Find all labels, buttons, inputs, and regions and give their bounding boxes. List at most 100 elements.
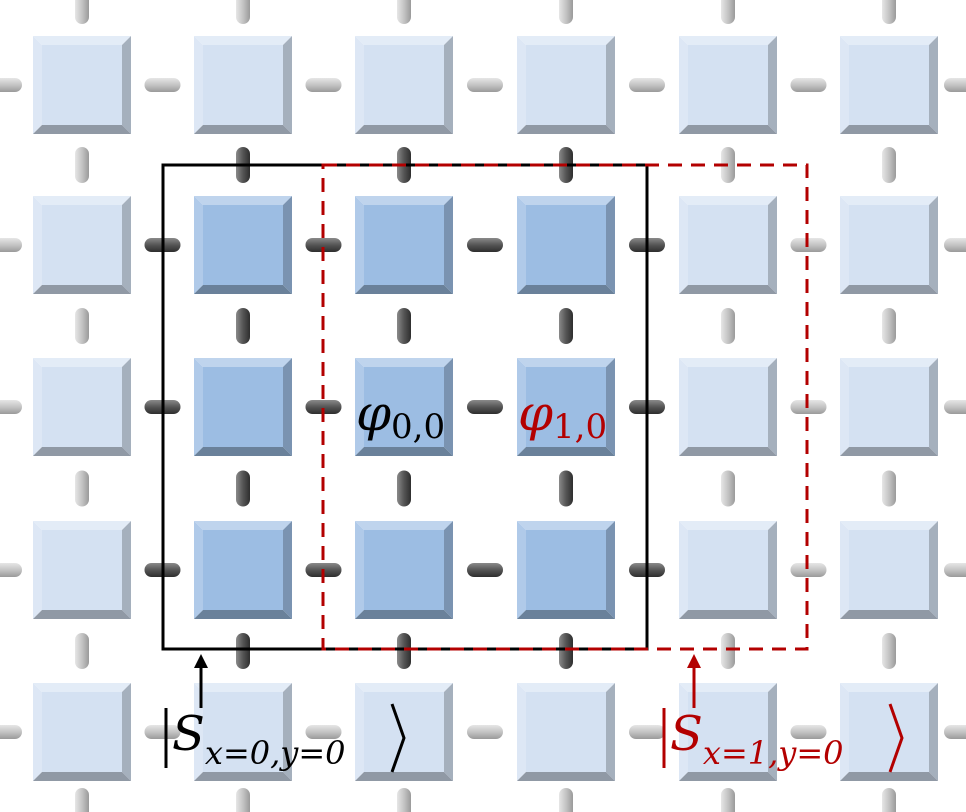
bond-vertical bbox=[75, 633, 89, 669]
phi-symbol: φ bbox=[356, 384, 391, 442]
site-face bbox=[688, 205, 768, 285]
bond-vertical bbox=[75, 788, 89, 812]
site-bevel-face bbox=[679, 447, 777, 456]
site-bevel-face bbox=[122, 521, 131, 619]
lattice-site bbox=[33, 196, 131, 294]
site-bevel-face bbox=[768, 683, 777, 781]
ket-s-x1-y0-subscript: x=1,y=0 bbox=[703, 734, 844, 772]
site-bevel-face bbox=[33, 521, 42, 619]
site-bevel-face bbox=[517, 196, 615, 205]
site-bevel-face bbox=[355, 196, 364, 294]
bond-vertical bbox=[882, 308, 896, 344]
site-bevel-face bbox=[444, 196, 453, 294]
site-bevel-face bbox=[444, 36, 453, 134]
site-bevel-face bbox=[840, 772, 938, 781]
lattice-site-active bbox=[517, 196, 615, 294]
bond-vertical bbox=[236, 0, 250, 24]
site-face bbox=[688, 45, 768, 125]
site-bevel-face bbox=[355, 772, 453, 781]
bond-vertical bbox=[236, 470, 250, 507]
bond-vertical bbox=[397, 0, 411, 24]
site-bevel-face bbox=[840, 196, 849, 294]
site-bevel-face bbox=[840, 358, 938, 367]
site-bevel-face bbox=[194, 683, 292, 692]
site-bevel-face bbox=[122, 36, 131, 134]
site-face bbox=[203, 530, 283, 610]
bond-horizontal bbox=[467, 563, 503, 577]
bond-horizontal bbox=[629, 78, 665, 92]
site-bevel-face bbox=[122, 683, 131, 781]
bond-horizontal bbox=[0, 725, 22, 739]
site-bevel-face bbox=[768, 196, 777, 294]
lattice-site bbox=[194, 683, 292, 781]
site-bevel-face bbox=[33, 196, 131, 205]
site-bevel-face bbox=[444, 683, 453, 781]
bond-vertical bbox=[882, 147, 896, 183]
sites-layer bbox=[33, 36, 938, 781]
site-bevel-face bbox=[283, 521, 292, 619]
site-bevel-face bbox=[355, 521, 364, 619]
bond-vertical bbox=[397, 308, 411, 344]
bond-vertical bbox=[75, 0, 89, 24]
site-bevel-face bbox=[283, 36, 292, 134]
site-face bbox=[688, 367, 768, 447]
site-bevel-face bbox=[283, 358, 292, 456]
site-face bbox=[364, 692, 444, 772]
bond-horizontal bbox=[944, 238, 966, 252]
site-bevel-face bbox=[679, 196, 777, 205]
site-face bbox=[849, 45, 929, 125]
site-bevel-face bbox=[33, 358, 42, 456]
site-bevel-face bbox=[517, 772, 615, 781]
bond-vertical bbox=[75, 308, 89, 344]
bond-horizontal bbox=[144, 725, 181, 739]
site-face bbox=[849, 205, 929, 285]
site-bevel-face bbox=[679, 683, 777, 692]
bond-vertical bbox=[236, 308, 250, 344]
site-bevel-face bbox=[517, 125, 615, 134]
site-bevel-face bbox=[355, 447, 453, 456]
site-bevel-face bbox=[840, 285, 938, 294]
site-bevel-face bbox=[679, 683, 688, 781]
site-bevel-face bbox=[355, 610, 453, 619]
site-bevel-face bbox=[679, 610, 777, 619]
bond-horizontal bbox=[790, 563, 827, 577]
bond-vertical bbox=[882, 788, 896, 812]
site-bevel-face bbox=[194, 196, 203, 294]
site-bevel-face bbox=[444, 521, 453, 619]
site-bevel-face bbox=[840, 683, 938, 692]
site-bevel-face bbox=[517, 196, 526, 294]
bond-horizontal bbox=[944, 400, 966, 414]
site-bevel-face bbox=[840, 683, 849, 781]
bond-horizontal bbox=[305, 78, 342, 92]
site-bevel-face bbox=[283, 196, 292, 294]
site-bevel-face bbox=[194, 285, 292, 294]
bond-horizontal bbox=[944, 725, 966, 739]
site-face bbox=[688, 530, 768, 610]
site-bevel-face bbox=[355, 125, 453, 134]
bond-vertical bbox=[397, 788, 411, 812]
lattice-site bbox=[33, 683, 131, 781]
site-bevel-face bbox=[33, 196, 42, 294]
bond-horizontal bbox=[629, 725, 665, 739]
site-bevel-face bbox=[355, 358, 453, 367]
site-bevel-face bbox=[679, 521, 688, 619]
bond-vertical bbox=[559, 633, 573, 669]
site-bevel-face bbox=[517, 521, 526, 619]
svg-text:Sx=1,y=0: Sx=1,y=0 bbox=[670, 706, 844, 772]
bond-horizontal bbox=[305, 725, 342, 739]
bond-vertical bbox=[882, 633, 896, 669]
site-bevel-face bbox=[840, 358, 849, 456]
ket-s-symbol-red: S bbox=[670, 706, 703, 762]
site-bevel-face bbox=[33, 285, 131, 294]
lattice-site bbox=[840, 196, 938, 294]
bond-vertical bbox=[882, 0, 896, 24]
lattice-site bbox=[840, 521, 938, 619]
site-face bbox=[849, 692, 929, 772]
site-bevel-face bbox=[679, 358, 777, 367]
bond-horizontal bbox=[467, 78, 503, 92]
site-bevel-face bbox=[768, 358, 777, 456]
bond-vertical bbox=[559, 0, 573, 24]
site-bevel-face bbox=[355, 683, 364, 781]
site-bevel-face bbox=[606, 683, 615, 781]
